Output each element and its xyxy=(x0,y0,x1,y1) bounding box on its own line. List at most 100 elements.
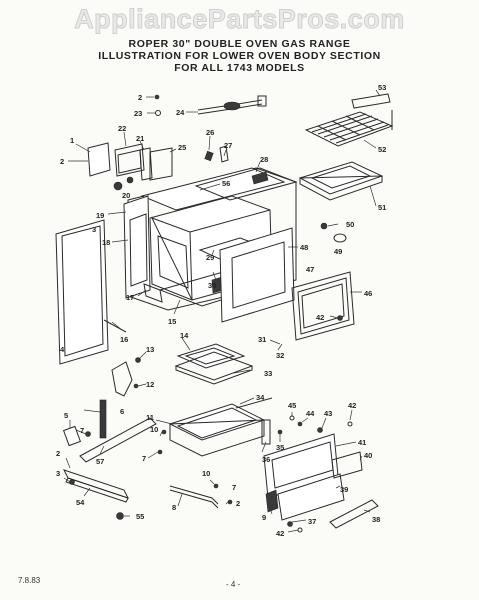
callout-38: 38 xyxy=(372,515,380,524)
part-22-panel xyxy=(114,143,145,177)
callout-9: 9 xyxy=(262,513,266,522)
callout-51: 51 xyxy=(378,203,386,212)
callout-13: 13 xyxy=(146,345,154,354)
callout-19: 19 xyxy=(96,211,104,220)
callout-34: 34 xyxy=(256,393,265,402)
part-50-screw xyxy=(320,222,328,230)
callout-8: 8 xyxy=(172,503,176,512)
callout-56: 56 xyxy=(222,179,230,188)
callout-10-lower: 10 xyxy=(202,469,210,478)
callout-18: 18 xyxy=(102,238,110,247)
callout-7-mid: 7 xyxy=(142,454,146,463)
callout-39: 39 xyxy=(340,485,348,494)
part-44-screw xyxy=(297,421,303,427)
part-6-handle-strip xyxy=(99,399,107,439)
part-7-screw-left xyxy=(85,431,91,437)
callout-5: 5 xyxy=(64,411,68,420)
callout-2-lower: 2 xyxy=(236,499,240,508)
callout-41: 41 xyxy=(358,438,366,447)
part-34-rod xyxy=(235,397,273,409)
part-17-bracket xyxy=(143,283,163,303)
callout-10: 10 xyxy=(150,425,158,434)
part-27-bracket xyxy=(219,145,229,163)
callout-42: 42 xyxy=(348,401,356,410)
callout-44: 44 xyxy=(306,409,315,418)
part-10-screw xyxy=(161,429,167,435)
callout-53: 53 xyxy=(378,83,386,92)
part-38-bar xyxy=(329,499,379,529)
part-23-washer xyxy=(155,110,161,116)
part-28-front-frame-top xyxy=(194,167,298,201)
part-37-screw xyxy=(287,521,293,527)
part-56-top-panel xyxy=(140,167,286,211)
part-2-screw xyxy=(154,94,160,100)
callout-52: 52 xyxy=(378,145,386,154)
callout-7: 7 xyxy=(80,426,84,435)
part-40-trim xyxy=(331,451,363,479)
callout-54: 54 xyxy=(76,498,85,507)
callout-46: 46 xyxy=(364,289,372,298)
callout-45: 45 xyxy=(288,401,296,410)
part-47-inner-gasket xyxy=(301,283,345,329)
callout-21: 21 xyxy=(136,134,144,143)
callout-2: 2 xyxy=(56,449,60,458)
callout-40: 40 xyxy=(364,451,372,460)
part-57-rail xyxy=(79,417,157,463)
callout-55: 55 xyxy=(136,512,144,521)
callout-22: 22 xyxy=(118,124,126,133)
callout-17: 17 xyxy=(126,293,134,302)
callout-1: 1 xyxy=(70,136,74,145)
leader-lines xyxy=(63,89,381,533)
callout-3: 3 xyxy=(92,225,96,234)
callout-23: 23 xyxy=(134,109,142,118)
part-25-bracket xyxy=(149,147,173,181)
callout-20: 20 xyxy=(122,191,130,200)
part-2-screw-lower xyxy=(69,479,75,485)
callout-42: 42 xyxy=(316,313,324,322)
part-42-screw-lower xyxy=(297,527,303,533)
part-10-screw-lower xyxy=(213,483,219,489)
callout-36: 36 xyxy=(262,455,270,464)
callout-50: 50 xyxy=(346,220,354,229)
part-36-slide xyxy=(261,419,271,445)
callout-26: 26 xyxy=(206,128,214,137)
callout-2: 2 xyxy=(138,93,142,102)
part-16-strip xyxy=(103,319,127,333)
callout-11: 11 xyxy=(146,413,154,422)
part-2-screw-drawer xyxy=(227,499,233,505)
callout-28: 28 xyxy=(260,155,268,164)
callout-37: 37 xyxy=(308,517,316,526)
part-20-fitting xyxy=(113,181,123,191)
callout-48: 48 xyxy=(300,243,308,252)
callout-29: 29 xyxy=(206,253,214,262)
part-7-screw-mid xyxy=(157,449,163,455)
part-26-clip xyxy=(204,150,214,162)
part-13-screw xyxy=(135,357,141,363)
callout-47: 47 xyxy=(306,265,314,274)
callout-57: 57 xyxy=(96,457,104,466)
callout-42-lower: 42 xyxy=(276,529,284,538)
part-42-screw-right xyxy=(347,421,353,427)
callout-12: 12 xyxy=(146,380,154,389)
title-line-3: FOR ALL 1743 MODELS xyxy=(174,62,305,74)
callout-35: 35 xyxy=(276,443,284,452)
part-12-hinge xyxy=(111,361,133,397)
callout-49: 49 xyxy=(334,247,342,256)
callout-32: 32 xyxy=(276,351,284,360)
part-53-vent-strip xyxy=(351,93,391,109)
footer-date: 7.8.83 xyxy=(18,576,41,585)
part-8-drawer-rail xyxy=(169,485,219,505)
rack-wires xyxy=(311,113,389,144)
part-21-strip xyxy=(139,147,153,181)
part-4-side-panel xyxy=(55,219,109,365)
part-1-shield xyxy=(87,142,111,177)
callout-6: 6 xyxy=(120,407,124,416)
callout-14: 14 xyxy=(180,331,189,340)
title-line-1: ROPER 30" DOUBLE OVEN GAS RANGE xyxy=(128,38,351,50)
callout-24: 24 xyxy=(176,108,185,117)
title-line-2: ILLUSTRATION FOR LOWER OVEN BODY SECTION xyxy=(98,50,381,62)
part-45-washer xyxy=(289,415,295,421)
part-55-foot xyxy=(116,512,124,520)
